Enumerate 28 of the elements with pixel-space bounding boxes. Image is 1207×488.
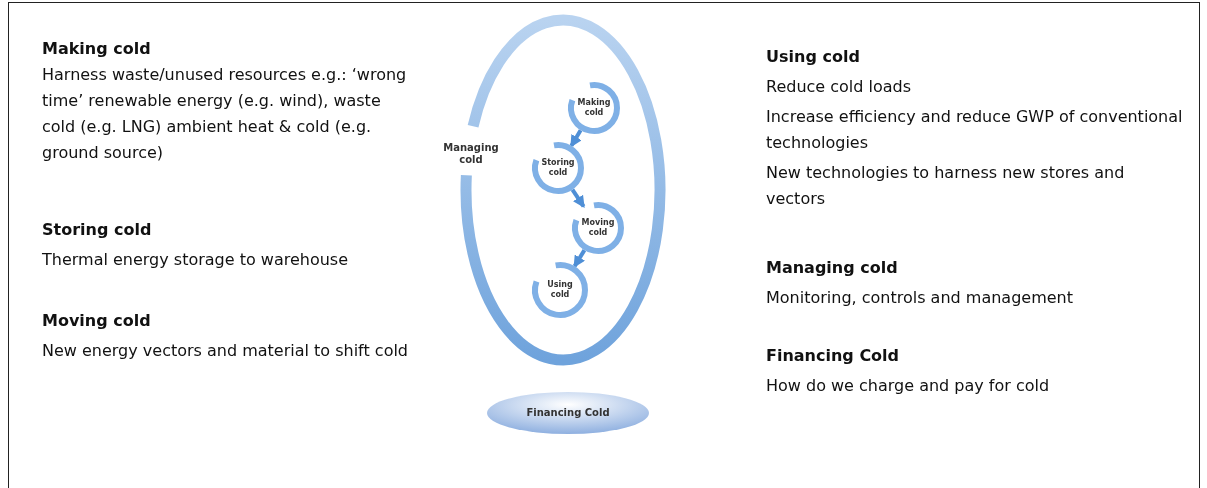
step-ring xyxy=(565,79,623,137)
description-text: Increase efficiency and reduce GWP of conventional technologies xyxy=(766,106,1184,154)
section-heading: Managing cold xyxy=(766,257,899,279)
section-heading: Making cold xyxy=(42,38,152,60)
step-label: Moving cold xyxy=(580,218,616,238)
base-ellipse xyxy=(486,391,650,435)
base-label: Financing Cold xyxy=(525,407,611,418)
arrow xyxy=(569,129,583,148)
description-text: Harness waste/unused resources e.g.: ‘wrong time’ renewable energy (e.g. wind), waste cold (e.g. LNG) ambient heat & cold (e.g. ground source) xyxy=(42,64,408,164)
step-ring xyxy=(529,259,591,321)
section-heading: Moving cold xyxy=(42,310,152,332)
step-label: Using cold xyxy=(546,280,574,300)
description-text: New technologies to harness new stores and vectors xyxy=(766,162,1126,210)
ring-label: Managing cold xyxy=(442,142,500,166)
arrow xyxy=(572,249,587,268)
section-heading: Using cold xyxy=(766,46,861,68)
arrow xyxy=(570,188,586,209)
step-label: Making cold xyxy=(576,98,612,118)
step-ring xyxy=(569,199,627,257)
description-text: Thermal energy storage to warehouse xyxy=(42,249,350,271)
section-heading: Financing Cold xyxy=(766,345,901,367)
step-ring xyxy=(529,139,587,197)
description-text: Monitoring, controls and management xyxy=(766,287,1074,309)
description-text: How do we charge and pay for cold xyxy=(766,375,1051,397)
section-heading: Storing cold xyxy=(42,219,153,241)
description-text: New energy vectors and material to shift cold xyxy=(42,340,409,362)
step-label: Storing cold xyxy=(540,158,576,178)
description-text: Reduce cold loads xyxy=(766,76,913,98)
